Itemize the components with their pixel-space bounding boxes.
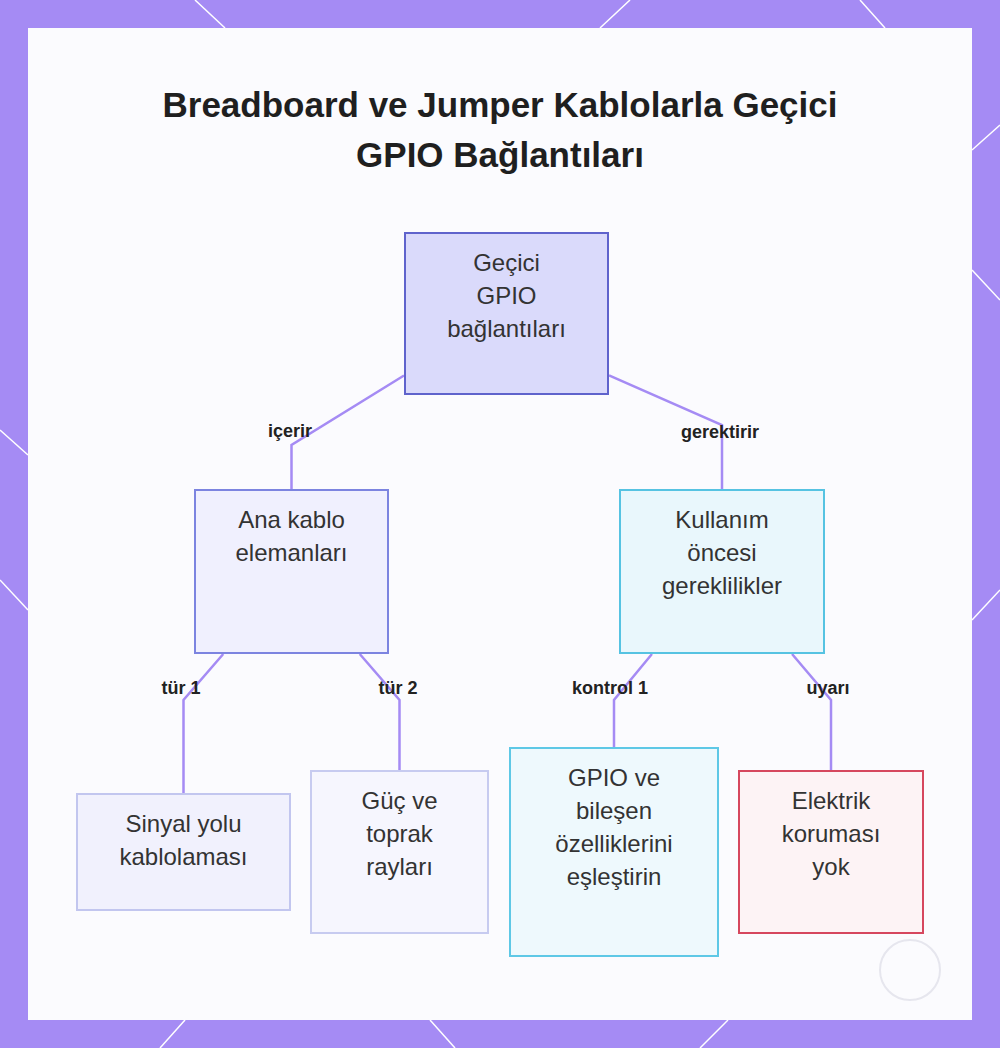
box-label: Geçici GPIO bağlantıları <box>442 246 572 345</box>
box-label: Ana kablo elemanları <box>217 503 367 569</box>
box-label: GPIO ve bileşen özelliklerini eşleştirin <box>539 761 689 893</box>
process-box: Güç ve toprak rayları <box>310 770 489 934</box>
connector <box>184 654 224 793</box>
process-box: Ana kablo elemanları <box>194 489 389 654</box>
process-box: Kullanım öncesi gereklilikler <box>619 489 825 654</box>
box-label: Elektrik koruması yok <box>771 784 891 883</box>
diagram-title: Breadboard ve Jumper Kablolarla Geçici G… <box>160 80 840 180</box>
connector <box>360 654 400 770</box>
box-label: Güç ve toprak rayları <box>345 784 455 883</box>
edge-label: tür 2 <box>378 678 417 699</box>
edge-label: tür 1 <box>161 678 200 699</box>
edge-label: uyarı <box>806 678 849 699</box>
process-box: Geçici GPIO bağlantıları <box>404 232 609 395</box>
edge-label: kontrol 1 <box>572 678 648 699</box>
connector <box>792 654 831 770</box>
edge-label: gerektirir <box>681 422 759 443</box>
box-label: Kullanım öncesi gereklilikler <box>647 503 797 602</box>
process-box: Sinyal yolu kablolaması <box>76 793 291 911</box>
process-box: GPIO ve bileşen özelliklerini eşleştirin <box>509 747 719 957</box>
edge-label: içerir <box>268 421 312 442</box>
box-label: Sinyal yolu kablolaması <box>104 807 264 873</box>
connector <box>614 654 652 747</box>
process-box: Elektrik koruması yok <box>738 770 924 934</box>
